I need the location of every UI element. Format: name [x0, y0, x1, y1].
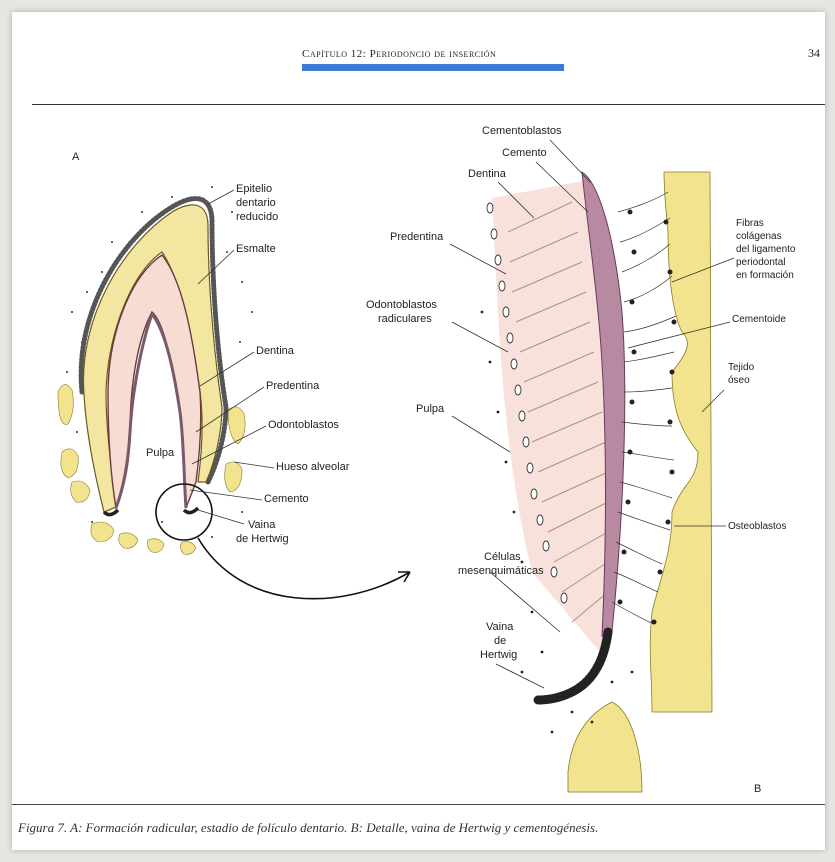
label-hueso-alveolar: Hueso alveolar	[276, 461, 350, 473]
label-cementoide: Cementoide	[732, 314, 786, 325]
label-tejido-1: Tejido	[728, 362, 755, 373]
figure-b: B	[366, 125, 796, 795]
label-vaina-b-3: Hertwig	[480, 649, 517, 661]
bone-tissue	[650, 172, 712, 712]
label-dentina-a: Dentina	[256, 345, 295, 357]
label-odontoblastos-b-1: Odontoblastos	[366, 299, 437, 311]
document-page: Capítulo 12: Periodoncio de inserción 34…	[12, 12, 825, 850]
label-dentina-b: Dentina	[468, 168, 507, 180]
panel-b-label: B	[754, 783, 761, 795]
label-vaina-a-1: Vaina	[248, 519, 276, 531]
label-fibras-5: en formación	[736, 270, 794, 281]
label-vaina-a-2: de Hertwig	[236, 533, 289, 545]
label-fibras-4: periodontal	[736, 257, 785, 268]
label-celulas-2: mesenquimáticas	[458, 565, 544, 577]
label-cemento-a: Cemento	[264, 493, 309, 505]
figure-illustration: A	[12, 12, 825, 802]
label-tejido-2: óseo	[728, 375, 750, 386]
panel-a-label: A	[72, 151, 80, 163]
label-pulpa-a: Pulpa	[146, 447, 175, 459]
figure-a: A	[58, 151, 410, 599]
label-vaina-b-2: de	[494, 635, 506, 647]
label-cemento-b: Cemento	[502, 147, 547, 159]
label-pulpa-b: Pulpa	[416, 403, 445, 415]
detail-arrow	[198, 538, 410, 599]
label-odontoblastos-b-2: radiculares	[378, 313, 432, 325]
figure-caption: Figura 7. A: Formación radicular, estadi…	[18, 820, 598, 836]
hertwig-sheath-right	[184, 508, 198, 513]
label-vaina-b-1: Vaina	[486, 621, 514, 633]
label-esmalte: Esmalte	[236, 243, 276, 255]
label-fibras-1: Fibras	[736, 218, 764, 229]
label-osteoblastos: Osteoblastos	[728, 521, 786, 532]
label-epitelio-1: Epitelio	[236, 183, 272, 195]
bone-mound	[568, 702, 642, 792]
footer-divider	[12, 804, 825, 805]
label-predentina-b: Predentina	[390, 231, 444, 243]
label-predentina-a: Predentina	[266, 380, 320, 392]
label-celulas-1: Células	[484, 551, 521, 563]
label-epitelio-3: reducido	[236, 211, 278, 223]
label-cementoblastos: Cementoblastos	[482, 125, 562, 137]
label-epitelio-2: dentario	[236, 197, 276, 209]
label-fibras-3: del ligamento	[736, 244, 796, 255]
label-odontoblastos-a: Odontoblastos	[268, 419, 339, 431]
enamel	[83, 205, 222, 512]
label-fibras-2: colágenas	[736, 231, 782, 242]
